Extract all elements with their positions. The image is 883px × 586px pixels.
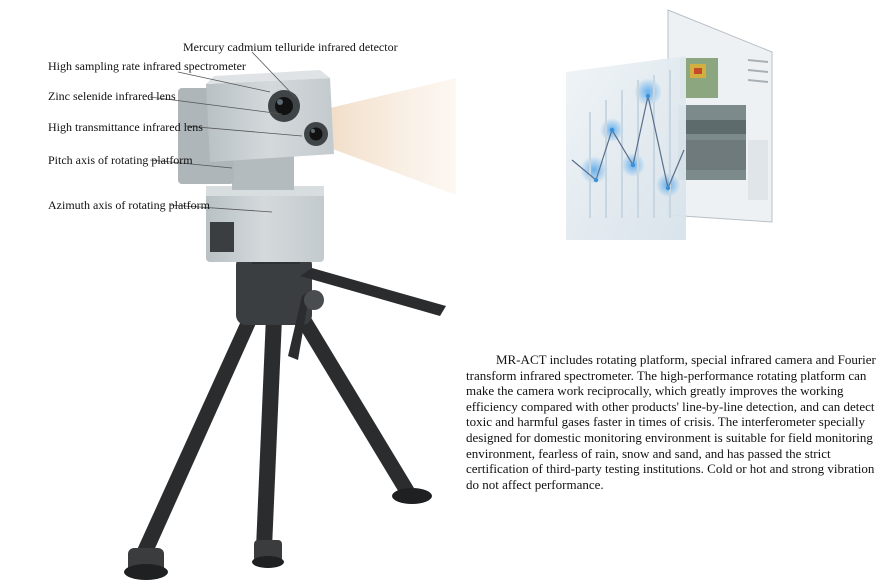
label-znse-lens: Zinc selenide infrared lens — [48, 89, 176, 103]
label-high-transmittance-lens: High transmittance infrared lens — [48, 120, 203, 134]
tripod — [124, 240, 446, 580]
camera-head — [206, 70, 334, 162]
label-mct-detector: Mercury cadmium telluride infrared detec… — [183, 40, 398, 54]
label-azimuth-axis: Azimuth axis of rotating platform — [48, 198, 210, 212]
chart-panel — [566, 56, 686, 240]
label-pitch-axis: Pitch axis of rotating platform — [48, 153, 193, 167]
callout-leader-lines — [149, 51, 303, 213]
monitoring-screen-panel — [667, 9, 773, 223]
label-spectrometer: High sampling rate infrared spectrometer — [48, 59, 246, 73]
projection-beam — [330, 78, 456, 195]
product-description: MR-ACT includes rotating platform, speci… — [466, 352, 876, 492]
azimuth-base — [206, 186, 324, 262]
